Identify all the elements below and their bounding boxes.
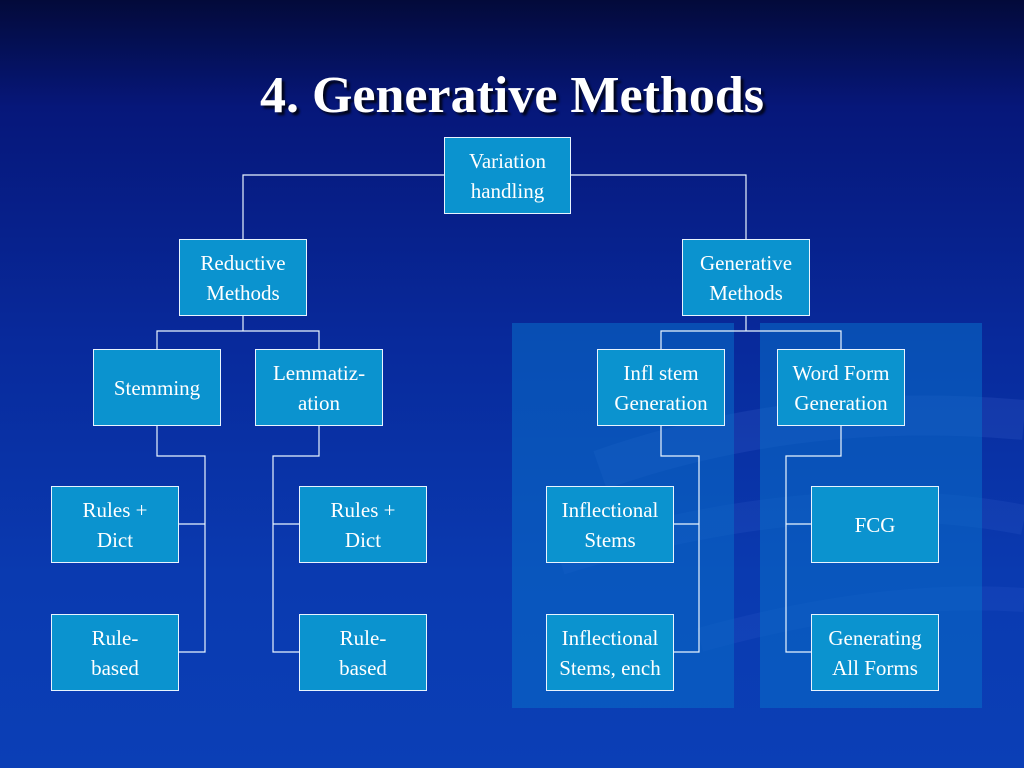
connector-root-reductive: [242, 174, 444, 239]
node-inflectional-stems: Inflectional Stems: [546, 486, 674, 563]
node-generating-all-forms: Generating All Forms: [811, 614, 939, 691]
node-generative-methods: Generative Methods: [682, 239, 810, 316]
connector-root-generative: [571, 174, 747, 239]
connector-wordform-leaves: [785, 426, 842, 653]
node-infl-stem-generation: Infl stem Generation: [597, 349, 725, 426]
connector-generative-branches: [660, 330, 842, 349]
connector-stemming-leaves: [156, 426, 206, 653]
node-word-form-generation: Word Form Generation: [777, 349, 905, 426]
node-stemming-rules-dict: Rules + Dict: [51, 486, 179, 563]
node-stemming-rule-based: Rule- based: [51, 614, 179, 691]
node-inflectional-stems-ench: Inflectional Stems, ench: [546, 614, 674, 691]
connector-infl-leaves: [660, 426, 700, 653]
node-lemma-rules-dict: Rules + Dict: [299, 486, 427, 563]
connector-lemma-leaves: [272, 426, 320, 653]
node-fcg: FCG: [811, 486, 939, 563]
node-lemmatization: Lemmatiz- ation: [255, 349, 383, 426]
slide-title: 4. Generative Methods: [259, 67, 764, 124]
node-lemma-rule-based: Rule- based: [299, 614, 427, 691]
node-variation-handling: Variation handling: [444, 137, 571, 214]
node-stemming: Stemming: [93, 349, 221, 426]
node-reductive-methods: Reductive Methods: [179, 239, 307, 316]
connector-reductive-stemming: [156, 330, 320, 349]
